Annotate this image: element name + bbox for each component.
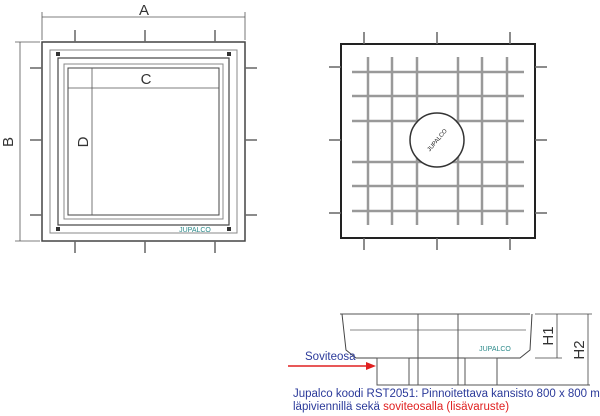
top-view-frame — [15, 12, 257, 253]
caption-line-1: Jupalco koodi RST2051: Pinnoitettava kan… — [293, 388, 600, 400]
dimension-a-label: A — [139, 2, 149, 19]
brand-logo: JUPALCO — [179, 227, 211, 234]
dimension-d-label: D — [75, 136, 92, 147]
dimension-h1-label: H1 — [540, 326, 557, 345]
dimension-h2-label: H2 — [571, 340, 588, 359]
caption-accessory-note: (lisävaruste) — [443, 401, 510, 413]
caption-line-2: läpiviennillä sekä soviteosalla (lisävar… — [293, 401, 509, 413]
caption-highlight: soviteosalla — [383, 401, 444, 413]
caption-text: läpiviennillä sekä — [293, 401, 384, 413]
dimension-c-label: C — [141, 71, 152, 88]
soviteosa-callout-label: Soviteosa — [305, 351, 356, 363]
reinforcement-view — [329, 32, 547, 250]
brand-logo-side: JUPALCO — [479, 346, 511, 353]
dimension-b-label: B — [0, 137, 17, 147]
side-section-view — [288, 313, 592, 386]
